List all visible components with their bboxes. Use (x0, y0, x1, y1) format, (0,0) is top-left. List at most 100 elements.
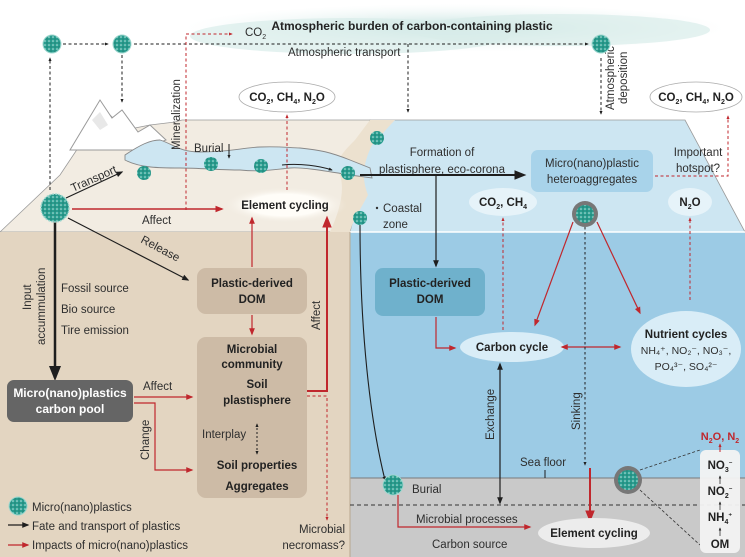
co2-mineralization-product: CO2 (245, 27, 266, 41)
gas-emission-land: CO2, CH4, N2O (238, 81, 336, 113)
particle-river-3 (254, 159, 268, 173)
microbial-processes-label: Microbial processes (416, 514, 518, 526)
affect-vertical-label: Affect (311, 300, 323, 330)
particle-river-4 (341, 166, 355, 180)
change-label: Change (140, 420, 152, 460)
nitrogen-products-label: N2O, N2 (701, 431, 739, 445)
heteroaggregates-label-1: Micro(nano)plastic (545, 158, 639, 170)
microplastic-particle-icon (8, 496, 28, 516)
mineralization-arrow (185, 32, 233, 210)
soil-label: Soil (246, 379, 267, 391)
step-om: OM (711, 539, 730, 551)
carbon-cycle-label: Carbon cycle (476, 342, 548, 354)
atmospheric-transport-label: Atmospheric transport (288, 47, 401, 59)
mineralization-label: Mineralization (171, 79, 183, 150)
coastal-label-1: Coastal (383, 203, 422, 215)
sea-floor-label: Sea floor (520, 457, 566, 469)
nutrient-list-2: PO₄³⁻, SO₄²⁻ (655, 361, 718, 373)
particle-atm-1 (42, 34, 62, 54)
particle-atm-2 (112, 34, 132, 54)
step-no2: NO2⁻ (708, 486, 733, 500)
ocean-dom-label-2: DOM (417, 294, 444, 306)
particle-coast-2 (353, 211, 367, 225)
coastal-to-burial-arrow (359, 224, 386, 481)
change-arrow (134, 402, 194, 473)
interplay-label: Interplay (202, 429, 246, 441)
carbon-pool-label-2: carbon pool (36, 402, 105, 416)
step-nh4: NH4⁺ (708, 512, 733, 526)
gas-emission-ocean-top: CO2, CH4, N2O (649, 81, 743, 113)
ocean-dom-label-1: Plastic-derived (389, 278, 471, 290)
legend-label-impacts: Impacts of micro(nano)plastics (32, 540, 188, 552)
particle-river-1 (137, 166, 151, 180)
hotspot-label-2: hotspot? (676, 163, 720, 175)
atmospheric-transport-arrows (48, 42, 603, 190)
microbial-processes-arrow (397, 495, 532, 530)
zoom-line-top (639, 449, 701, 471)
formation-label-2: plastisphere, eco-corona (379, 164, 506, 176)
hotspot-emission-arrow (655, 115, 730, 177)
dom-to-carbon-cycle-arrow (435, 317, 457, 351)
necromass-label-1: Microbial (299, 524, 345, 536)
ocean-burial-label: Burial (412, 484, 441, 496)
land-dom-box (197, 268, 307, 314)
particle-atm-3 (591, 34, 611, 54)
source-tire: Tire emission (61, 325, 129, 337)
svg-text:N2O: N2O (679, 197, 700, 211)
atmospheric-burden-title: Atmospheric burden of carbon-containing … (271, 19, 553, 33)
nutrient-cycles-title: Nutrient cycles (645, 329, 727, 341)
coastal-label-2: zone (383, 219, 408, 231)
svg-text:CO2, CH4, N2O: CO2, CH4, N2O (658, 92, 734, 106)
hotspot-label-1: Important (674, 147, 723, 159)
carbon-pool-box (7, 380, 133, 422)
source-fossil: Fossil source (61, 283, 129, 295)
heteroaggregates-label-2: heteroaggregates (547, 174, 637, 186)
legend-label-fate: Fate and transport of plastics (32, 521, 181, 533)
gas-emission-ocean-n2o: N2O (668, 188, 712, 216)
aggregate-to-carbon-cycle-arrow (534, 221, 574, 327)
coastal-pointer (375, 206, 379, 210)
necromass-label-2: necromass? (282, 540, 345, 552)
soil-properties-label: Soil properties (217, 460, 298, 472)
carbon-pool-label-1: Micro(nano)plastics (13, 386, 127, 400)
land-dom-label-1: Plastic-derived (211, 278, 293, 290)
input-label: Input (22, 284, 34, 310)
soil-affect-element-cycling-arrow (307, 215, 332, 392)
particle-coast-1 (370, 131, 384, 145)
step-no3: NO3⁻ (708, 460, 733, 474)
particle-river-2 (204, 157, 218, 171)
particle-burial (382, 474, 404, 496)
svg-text:CO2, CH4: CO2, CH4 (479, 197, 527, 211)
nutrient-list-1: NH₄⁺, NO₂⁻, NO₃⁻, (641, 345, 732, 357)
gas-emission-ocean-co2-ch4: CO2, CH4 (469, 188, 537, 216)
element-cycling-ocean-label: Element cycling (550, 528, 638, 540)
particle-land-source (40, 193, 70, 223)
plastisphere-label: plastisphere (223, 395, 291, 407)
atmospheric-deposition-label-2: deposition (618, 52, 630, 104)
release-arrow (67, 217, 190, 281)
community-label: community (221, 359, 283, 371)
nitrogen-steps: NO3⁻ NO2⁻ NH4⁺ OM (708, 460, 733, 551)
necromass-arrow (307, 395, 329, 521)
soil-processes-box (197, 337, 307, 498)
atmosphere-cloud (185, 4, 725, 54)
legend: Micro(nano)plastics Fate and transport o… (8, 496, 188, 552)
affect-label: Affect (142, 215, 172, 227)
aggregate-to-nutrient-arrow (596, 221, 641, 315)
pool-affect-label: Affect (143, 381, 173, 393)
microbial-label: Microbial (227, 344, 277, 356)
land-dom-label-2: DOM (239, 294, 266, 306)
heteroaggregate-particle-icon (572, 201, 598, 227)
svg-text:CO2, CH4, N2O: CO2, CH4, N2O (249, 92, 325, 106)
heteroaggregates-box (531, 150, 653, 192)
atmospheric-deposition-label-1: Atmospheric (605, 46, 617, 110)
element-cycling-land-ellipse (223, 187, 347, 223)
accumulation-label: accummulation (36, 268, 48, 345)
source-bio: Bio source (61, 304, 115, 316)
element-cycling-land-label: Element cycling (241, 200, 329, 212)
seafloor-aggregate-particle-icon (614, 466, 642, 494)
legend-label-microplastics: Micro(nano)plastics (32, 502, 132, 514)
burial-land-label: Burial (194, 143, 223, 155)
sinking-label: Sinking (571, 392, 583, 430)
